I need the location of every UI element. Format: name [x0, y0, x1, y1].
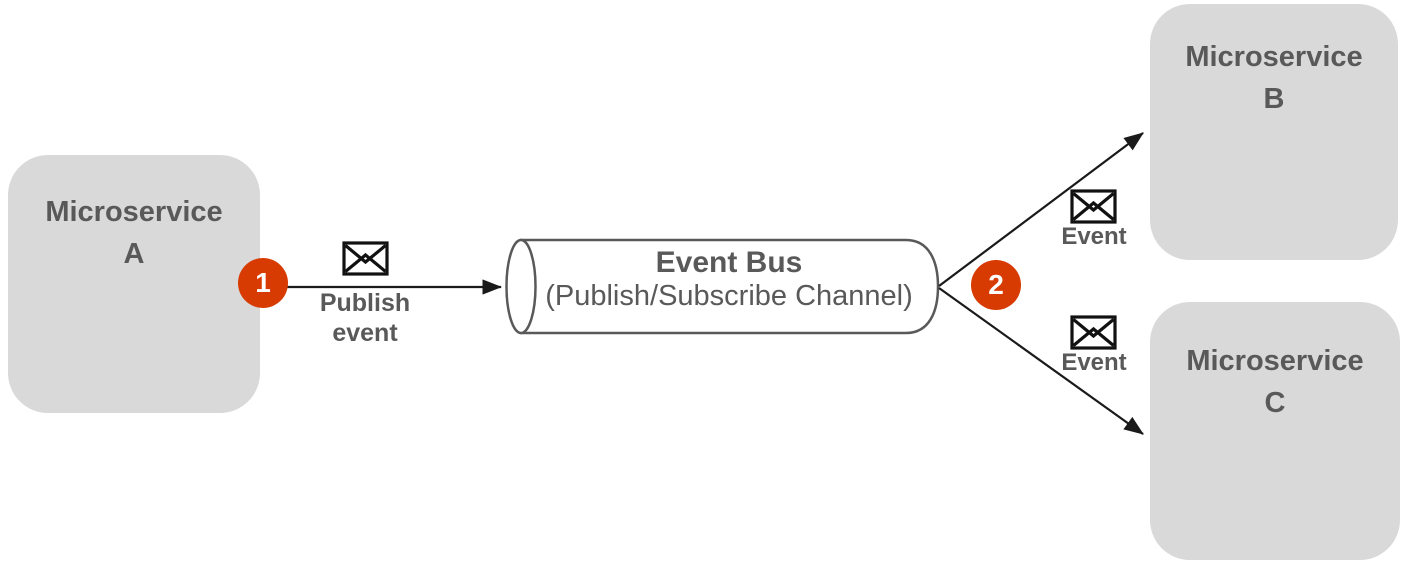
node-microservice-c: Microservice C: [1150, 302, 1400, 560]
event-label-to-b: Event: [1061, 223, 1127, 250]
node-microservice-b: Microservice B: [1150, 4, 1398, 260]
node-name: Microservice: [1185, 41, 1363, 73]
node-microservice-c-label: Microservice C: [1150, 340, 1400, 424]
node-microservice-a: Microservice A: [8, 155, 260, 413]
envelope-icon: [342, 241, 389, 276]
step-badge-2: 2: [971, 260, 1021, 310]
arrow-bus-to-b: [938, 132, 1144, 287]
step-badge-1: 1: [238, 258, 288, 308]
node-microservice-b-label: Microservice B: [1150, 36, 1398, 120]
event-label-to-c: Event: [1061, 349, 1127, 376]
node-name: Microservice: [45, 196, 223, 228]
event-bus-text: Event Bus (Publish/Subscribe Channel): [523, 246, 935, 314]
envelope-icon: [1070, 189, 1117, 224]
event-bus-subtitle: (Publish/Subscribe Channel): [545, 280, 913, 312]
node-letter: C: [1264, 387, 1286, 419]
node-name: Microservice: [1186, 345, 1364, 377]
event-bus-title: Event Bus: [655, 246, 803, 279]
node-letter: A: [123, 238, 145, 270]
publish-event-label: Publish event: [319, 289, 411, 347]
node-letter: B: [1263, 83, 1285, 115]
envelope-icon: [1070, 315, 1117, 350]
node-microservice-a-label: Microservice A: [8, 191, 260, 275]
